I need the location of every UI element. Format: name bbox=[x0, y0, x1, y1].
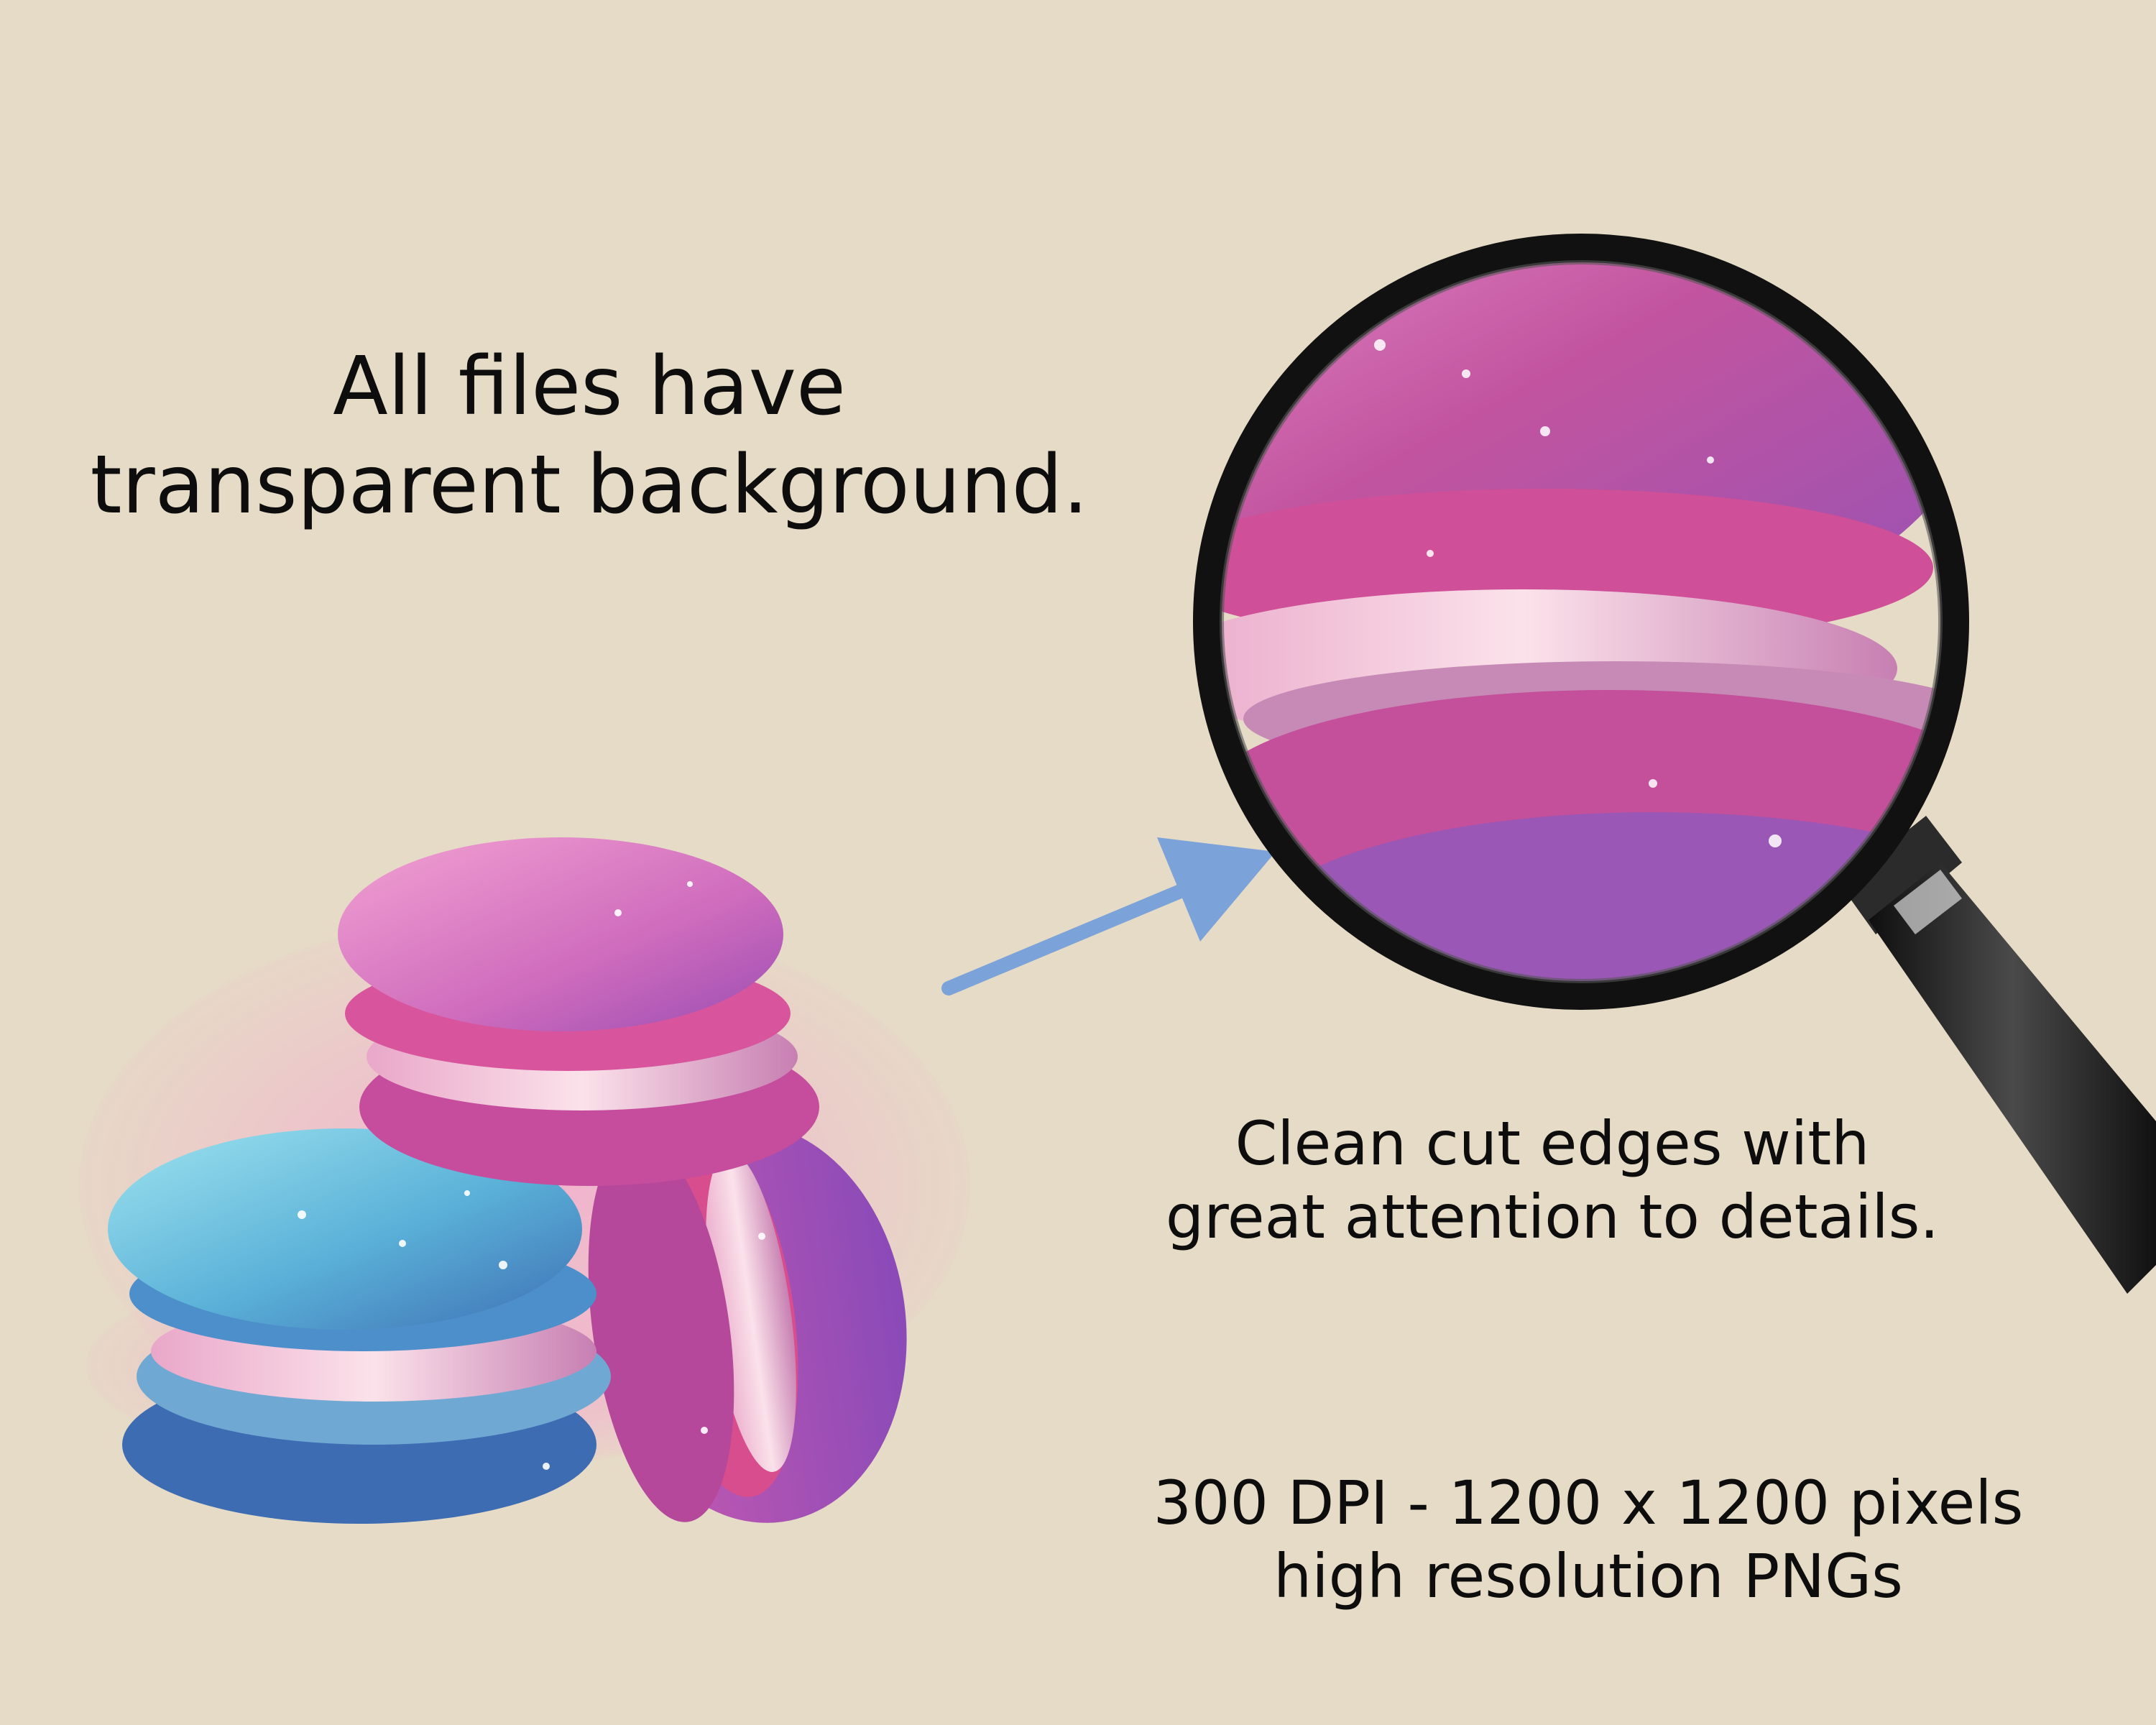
magnified-detail bbox=[1218, 259, 1944, 985]
specs-line-1: 300 DPI - 1200 x 1200 pixels bbox=[1153, 1468, 2024, 1538]
headline-text: All files have transparent background. bbox=[65, 338, 1114, 534]
caption-line-2: great attention to details. bbox=[1165, 1182, 1940, 1253]
specs-line-2: high resolution PNGs bbox=[1273, 1541, 1903, 1612]
headline-line-2: transparent background. bbox=[90, 438, 1089, 532]
pink-macaron bbox=[338, 837, 819, 1186]
arrow-right-icon bbox=[941, 837, 1276, 995]
headline-line-1: All files have bbox=[333, 340, 846, 433]
blue-macaron bbox=[108, 1128, 611, 1524]
purple-macaron bbox=[588, 1122, 907, 1523]
magnifier-rim bbox=[1193, 234, 1969, 1010]
sparkles bbox=[298, 881, 765, 1470]
caption-text: Clean cut edges with great attention to … bbox=[1121, 1107, 1984, 1254]
magnifier-handle bbox=[1840, 816, 2156, 1294]
caption-line-1: Clean cut edges with bbox=[1235, 1108, 1870, 1179]
macaron-stack-illustration bbox=[79, 837, 970, 1524]
magnifying-glass-illustration bbox=[1193, 234, 2156, 1294]
specs-text: 300 DPI - 1200 x 1200 pixels high resolu… bbox=[1121, 1466, 2055, 1614]
